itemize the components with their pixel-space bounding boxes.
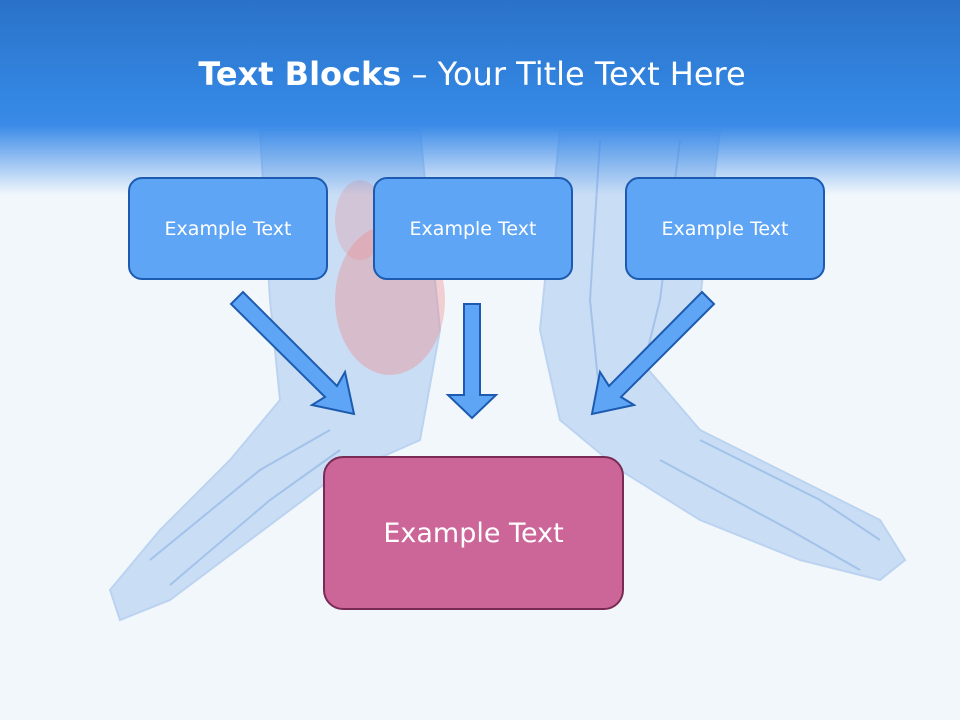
- result-block-label: Example Text: [383, 517, 564, 549]
- header-band: [0, 0, 960, 200]
- arrow-right: [590, 290, 716, 416]
- text-block-2: Example Text: [373, 177, 573, 280]
- text-block-2-label: Example Text: [409, 217, 537, 240]
- text-block-1: Example Text: [128, 177, 328, 280]
- slide-title: Text Blocks – Your Title Text Here: [0, 52, 944, 96]
- result-block: Example Text: [323, 456, 624, 610]
- text-block-3: Example Text: [625, 177, 825, 280]
- arrow-left: [229, 290, 356, 416]
- title-regular-part: – Your Title Text Here: [401, 55, 746, 93]
- text-block-3-label: Example Text: [661, 217, 789, 240]
- text-block-1-label: Example Text: [164, 217, 292, 240]
- arrow-center: [445, 303, 499, 420]
- title-bold-part: Text Blocks: [198, 55, 402, 93]
